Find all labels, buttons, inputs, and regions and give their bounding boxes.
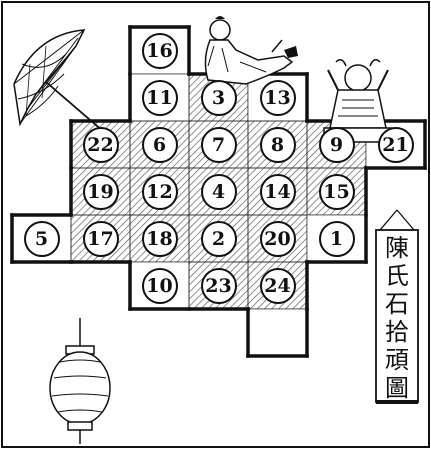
number-token-3[interactable]: 3 bbox=[201, 80, 237, 116]
number-token-23[interactable]: 23 bbox=[201, 268, 237, 304]
number-token-19[interactable]: 19 bbox=[83, 174, 119, 210]
number-token-17[interactable]: 17 bbox=[83, 221, 119, 257]
number-token-14[interactable]: 14 bbox=[260, 174, 296, 210]
banner-char: 圖 bbox=[376, 376, 418, 401]
seated-figure-illustration bbox=[188, 10, 308, 90]
number-token-18[interactable]: 18 bbox=[142, 221, 178, 257]
number-token-9[interactable]: 9 bbox=[319, 127, 355, 163]
number-token-12[interactable]: 12 bbox=[142, 174, 178, 210]
banner-char: 陳 bbox=[376, 236, 418, 261]
banner-char: 氏 bbox=[376, 264, 418, 289]
number-token-8[interactable]: 8 bbox=[260, 127, 296, 163]
number-token-1[interactable]: 1 bbox=[319, 221, 355, 257]
number-token-10[interactable]: 10 bbox=[142, 268, 178, 304]
number-token-5[interactable]: 5 bbox=[24, 221, 60, 257]
number-token-22[interactable]: 22 bbox=[83, 127, 119, 163]
number-token-11[interactable]: 11 bbox=[142, 80, 178, 116]
number-token-2[interactable]: 2 bbox=[201, 221, 237, 257]
board-cell bbox=[248, 309, 307, 356]
number-token-21[interactable]: 21 bbox=[378, 127, 414, 163]
banner-text: 陳 氏 石 拾 頑 圖 bbox=[376, 236, 418, 402]
number-token-15[interactable]: 15 bbox=[319, 174, 355, 210]
banner-char: 頑 bbox=[376, 348, 418, 373]
banner-char: 拾 bbox=[376, 320, 418, 345]
number-token-24[interactable]: 24 bbox=[260, 268, 296, 304]
number-token-16[interactable]: 16 bbox=[142, 33, 178, 69]
number-token-13[interactable]: 13 bbox=[260, 80, 296, 116]
number-token-7[interactable]: 7 bbox=[201, 127, 237, 163]
lantern-illustration bbox=[42, 318, 122, 446]
number-token-20[interactable]: 20 bbox=[260, 221, 296, 257]
number-token-4[interactable]: 4 bbox=[201, 174, 237, 210]
number-token-6[interactable]: 6 bbox=[142, 127, 178, 163]
banner-char: 石 bbox=[376, 292, 418, 317]
